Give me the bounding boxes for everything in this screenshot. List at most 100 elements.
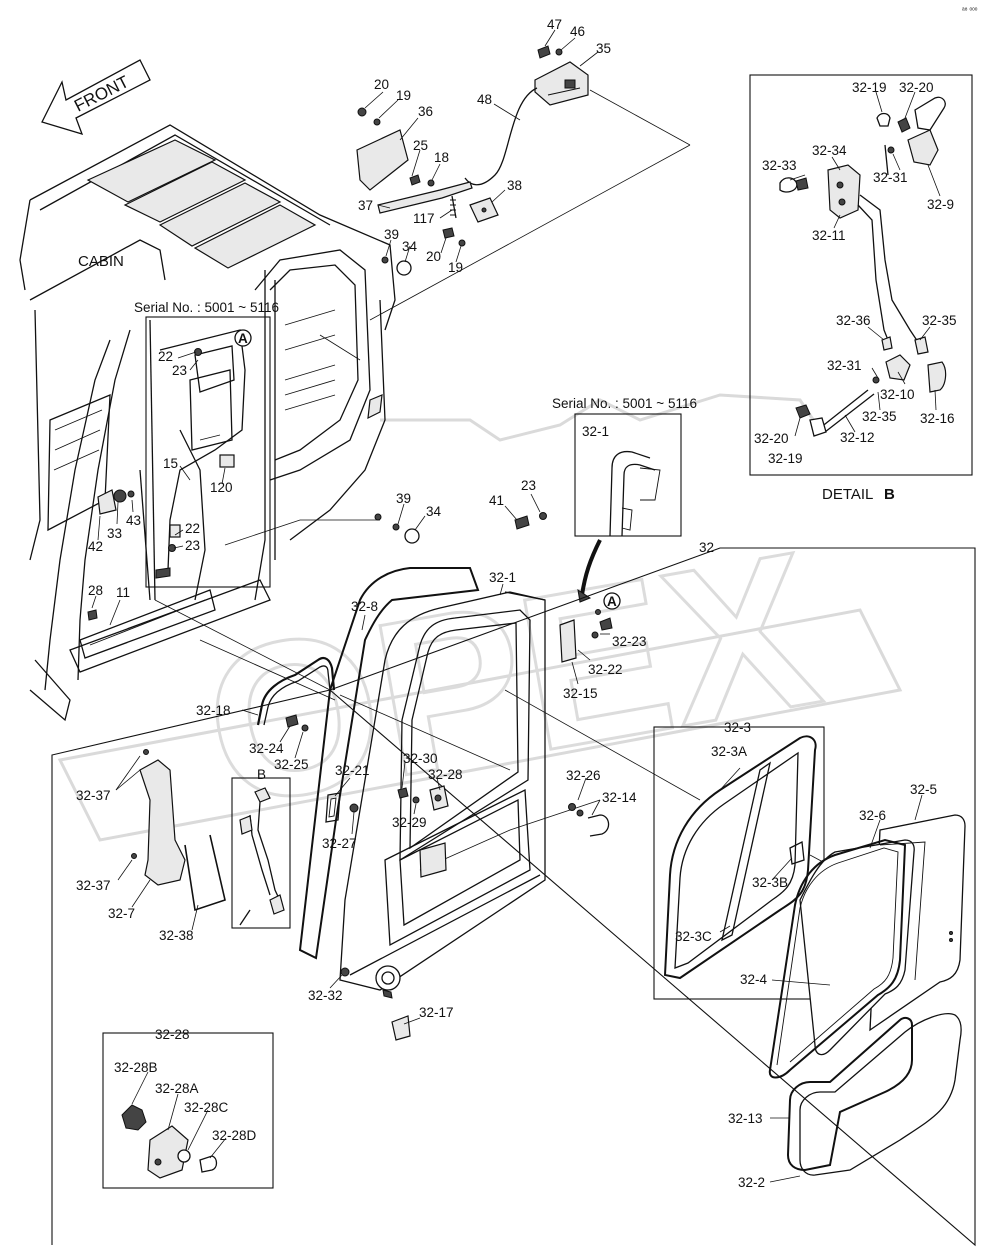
front-arrow: FRONT (41, 59, 151, 135)
callout-32-6: 32-6 (859, 808, 886, 823)
callout-32-8: 32-8 (351, 599, 378, 614)
callout-37: 37 (358, 198, 373, 213)
serial-box-left: Serial No. : 5001 ~ 5116 (134, 300, 279, 588)
detail-32-12: 32-12 (840, 430, 875, 445)
detail-32-20b: 32-20 (754, 431, 789, 446)
callout-34a: 34 (402, 239, 418, 254)
callout-32-32: 32-32 (308, 988, 343, 1003)
detail-32-9: 32-9 (927, 197, 954, 212)
callout-20b: 20 (426, 249, 441, 264)
callout-32-3B: 32-3B (752, 875, 788, 890)
svg-text:B: B (257, 767, 266, 782)
callout-32-22: 32-22 (588, 662, 623, 677)
detail-32-10: 32-10 (880, 387, 915, 402)
callout-47: 47 (547, 17, 562, 32)
callout-120: 120 (210, 480, 233, 495)
callout-15: 15 (163, 456, 178, 471)
cabin-body: CABIN (19, 124, 396, 722)
detail-32-31b: 32-31 (827, 358, 862, 373)
detail-32-11: 32-11 (812, 228, 846, 243)
detail-b-panel: DETAIL B (749, 74, 973, 503)
detail-32-35b: 32-35 (862, 409, 897, 424)
callout-23c: 23 (521, 478, 536, 493)
callout-20a: 20 (374, 77, 389, 92)
handle-detail-box (102, 1032, 274, 1189)
callout-32: 32 (699, 540, 714, 555)
svg-text:Serial No. : 5001 ~ 5116: Serial No. : 5001 ~ 5116 (134, 300, 279, 315)
callout-32-3C: 32-3C (675, 929, 712, 944)
detail-b-box: B (231, 767, 291, 929)
callout-39b: 39 (396, 491, 411, 506)
callout-23a: 23 (172, 363, 187, 378)
latch-assembly (356, 45, 589, 276)
callout-42: 42 (88, 539, 103, 554)
callout-43: 43 (126, 513, 141, 528)
callout-32-3A: 32-3A (711, 744, 747, 759)
callout-32-2: 32-2 (738, 1175, 765, 1190)
cabin-label: CABIN (78, 253, 124, 270)
callout-32-3: 32-3 (724, 720, 751, 735)
callout-48: 48 (477, 92, 492, 107)
detail-32-35a: 32-35 (922, 313, 957, 328)
callout-35: 35 (596, 41, 611, 56)
callout-A2: A (607, 594, 617, 609)
callout-32-1b: 32-1 (489, 570, 516, 585)
callout-32-30: 32-30 (403, 751, 438, 766)
callout-32-7: 32-7 (108, 906, 135, 921)
callout-32-18: 32-18 (196, 703, 231, 718)
detail-32-34: 32-34 (812, 143, 847, 158)
callout-18: 18 (434, 150, 449, 165)
callout-32-28-box: 32-28 (155, 1027, 190, 1042)
svg-text:B: B (884, 486, 895, 503)
callout-28: 28 (88, 583, 103, 598)
callout-33: 33 (107, 526, 122, 541)
callout-41: 41 (489, 493, 504, 508)
callout-23b: 23 (185, 538, 200, 553)
callout-46: 46 (570, 24, 585, 39)
callout-11: 11 (116, 585, 130, 600)
callout-117: 117 (413, 211, 435, 226)
callout-32-28C: 32-28C (184, 1100, 229, 1115)
detail-32-19b: 32-19 (768, 451, 803, 466)
glass-panes (768, 814, 966, 1176)
callout-32-5: 32-5 (910, 782, 937, 797)
serial-box-right: Serial No. : 5001 ~ 5116 (552, 396, 697, 603)
detail-32-20a: 32-20 (899, 80, 934, 95)
callout-32-15: 32-15 (563, 686, 598, 701)
callout-22a: 22 (158, 349, 173, 364)
cabin-small-parts (87, 489, 547, 621)
callout-39a: 39 (384, 227, 399, 242)
callout-32-25: 32-25 (274, 757, 309, 772)
guide-lines (154, 89, 951, 931)
callout-32-28D: 32-28D (212, 1128, 257, 1143)
callout-19b: 19 (448, 260, 463, 275)
detail-32-33: 32-33 (762, 158, 797, 173)
svg-text:DETAIL: DETAIL (822, 486, 873, 503)
callout-32-23: 32-23 (612, 634, 647, 649)
callout-32-37a: 32-37 (76, 788, 111, 803)
callout-19a: 19 (396, 88, 411, 103)
leader-lines (91, 29, 941, 1183)
callout-34b: 34 (426, 504, 442, 519)
callout-32-28: 32-28 (428, 767, 463, 782)
callout-32-26: 32-26 (566, 768, 601, 783)
detail-32-36: 32-36 (836, 313, 871, 328)
callout-32-14: 32-14 (602, 790, 637, 805)
callout-A1: A (238, 331, 248, 346)
callout-32-1a: 32-1 (582, 424, 609, 439)
callout-32-17: 32-17 (419, 1005, 454, 1020)
callout-25: 25 (413, 138, 428, 153)
callout-32-4: 32-4 (740, 972, 768, 987)
callout-32-37b: 32-37 (76, 878, 111, 893)
callout-32-27: 32-27 (322, 836, 357, 851)
callout-38: 38 (507, 178, 522, 193)
callout-32-28B: 32-28B (114, 1060, 158, 1075)
lower-left-parts (131, 749, 226, 912)
door-assembly-frame (51, 547, 976, 1247)
callout-32-13: 32-13 (728, 1111, 763, 1126)
detail-32-31a: 32-31 (873, 170, 908, 185)
corner-mark: ᵃ⁸ ᵒᵒᵒ (962, 7, 978, 14)
callout-32-24: 32-24 (249, 741, 284, 756)
callout-labels: 47 46 35 48 20 19 36 25 18 38 37 117 39 … (76, 17, 957, 1190)
detail-32-19a: 32-19 (852, 80, 887, 95)
